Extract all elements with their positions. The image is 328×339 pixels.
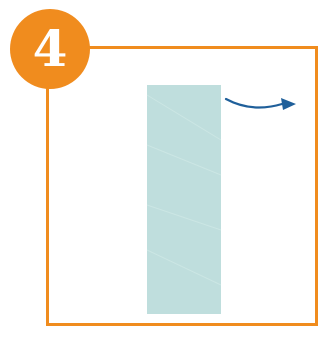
curved-arrow-icon (226, 98, 296, 110)
arrow-shaft (226, 99, 282, 108)
arrow-head (281, 98, 296, 110)
paper-strip-icon (147, 85, 221, 314)
